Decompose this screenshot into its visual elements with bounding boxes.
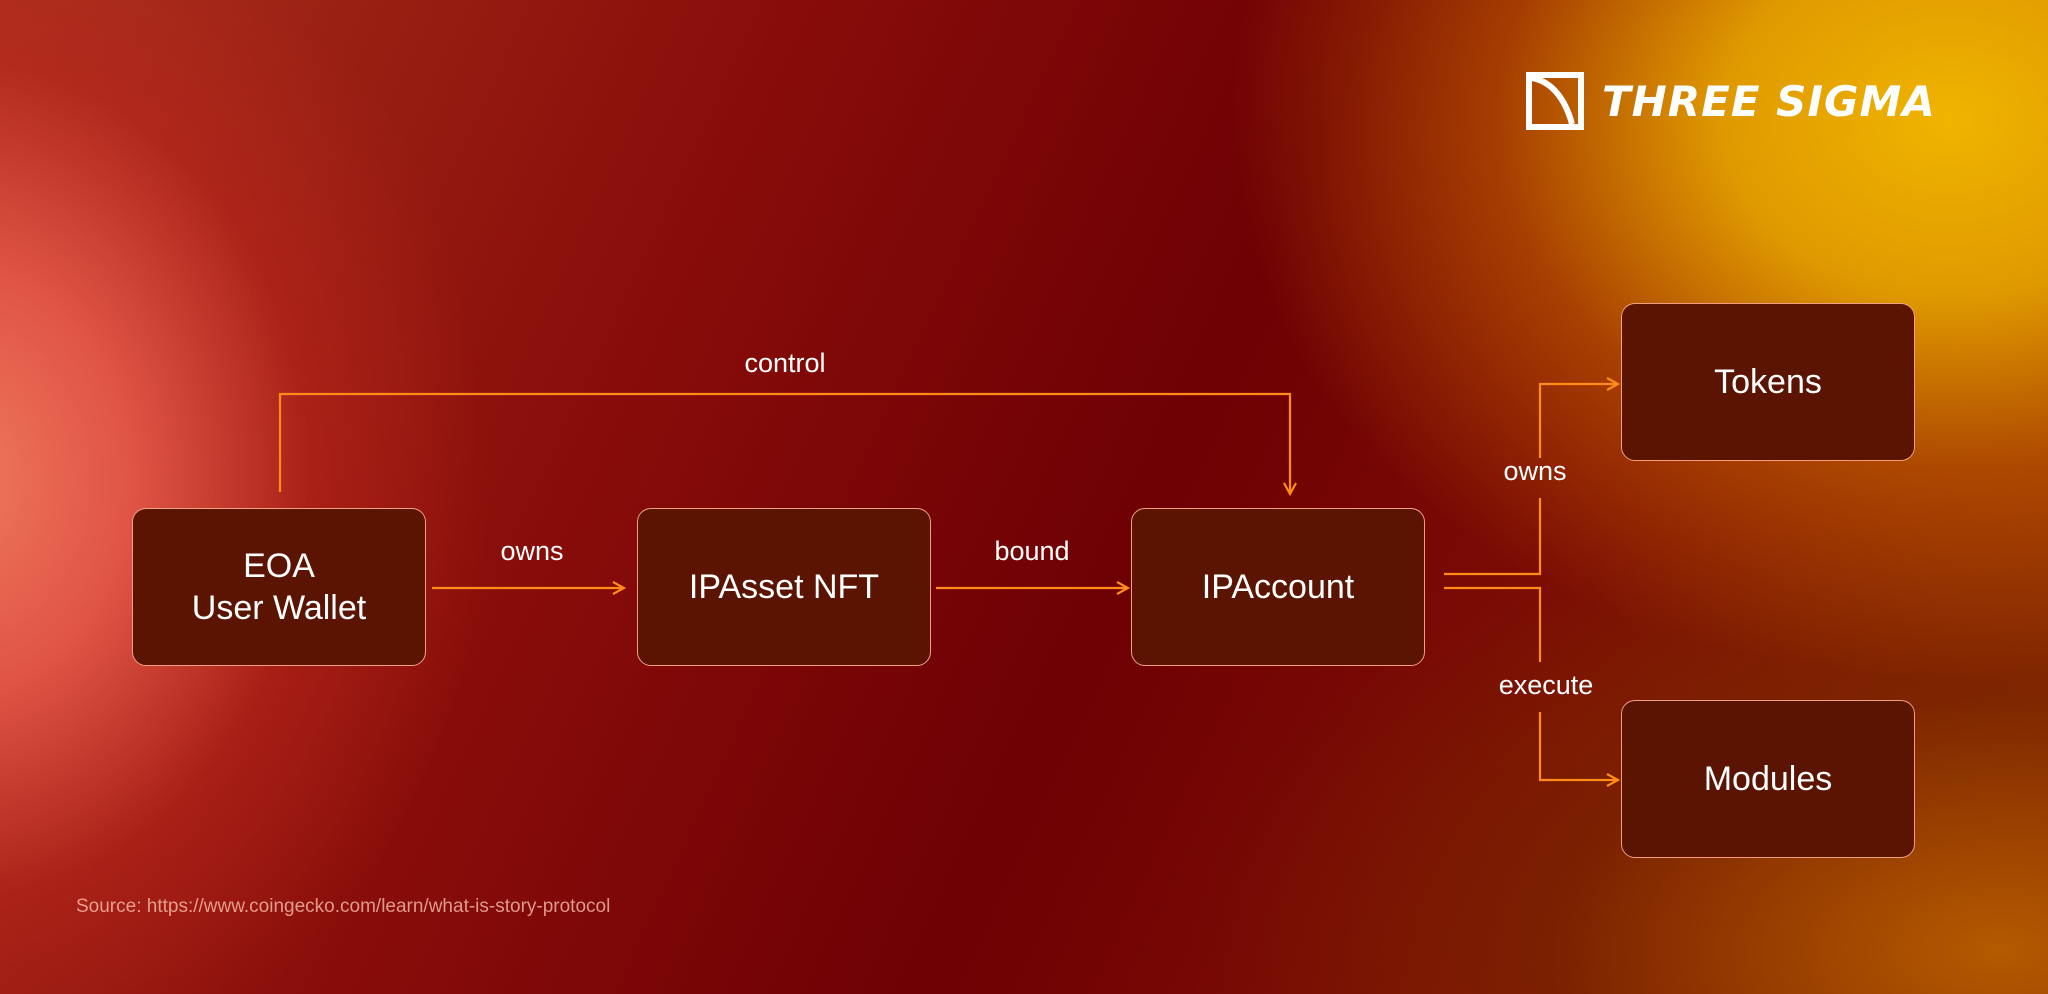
modules-node: Modules — [1621, 700, 1915, 858]
execute-label: execute — [1498, 670, 1594, 700]
ipaccount-label: IPAccount — [1201, 568, 1355, 606]
tokens-node: Tokens — [1621, 303, 1915, 461]
sigma-logo-icon — [1526, 72, 1584, 130]
bound-label: bound — [994, 536, 1070, 566]
control-arrow — [278, 392, 1290, 494]
tokens-label: Tokens — [1714, 363, 1822, 401]
eoa-label: EOA — [243, 547, 315, 585]
owns-tokens-label: owns — [1503, 456, 1567, 486]
owns-tokens-arrow — [1444, 498, 1542, 576]
eoa-user-wallet-node: EOA User Wallet — [132, 508, 426, 666]
modules-label: Modules — [1703, 760, 1833, 798]
brand-name: THREE SIGMA — [1602, 76, 1936, 126]
control-label: control — [744, 348, 826, 378]
ipasset-nft-node: IPAsset NFT — [637, 508, 931, 666]
ipasset-nft-label: IPAsset NFT — [688, 568, 880, 606]
owns-nft-label: owns — [500, 536, 564, 566]
source-caption: Source: https://www.coingecko.com/learn/… — [76, 896, 611, 917]
execute-arrow — [1444, 586, 1542, 662]
user-wallet-label: User Wallet — [191, 589, 367, 627]
ipaccount-node: IPAccount — [1131, 508, 1425, 666]
three-sigma-logo: THREE SIGMA — [1526, 72, 1936, 130]
